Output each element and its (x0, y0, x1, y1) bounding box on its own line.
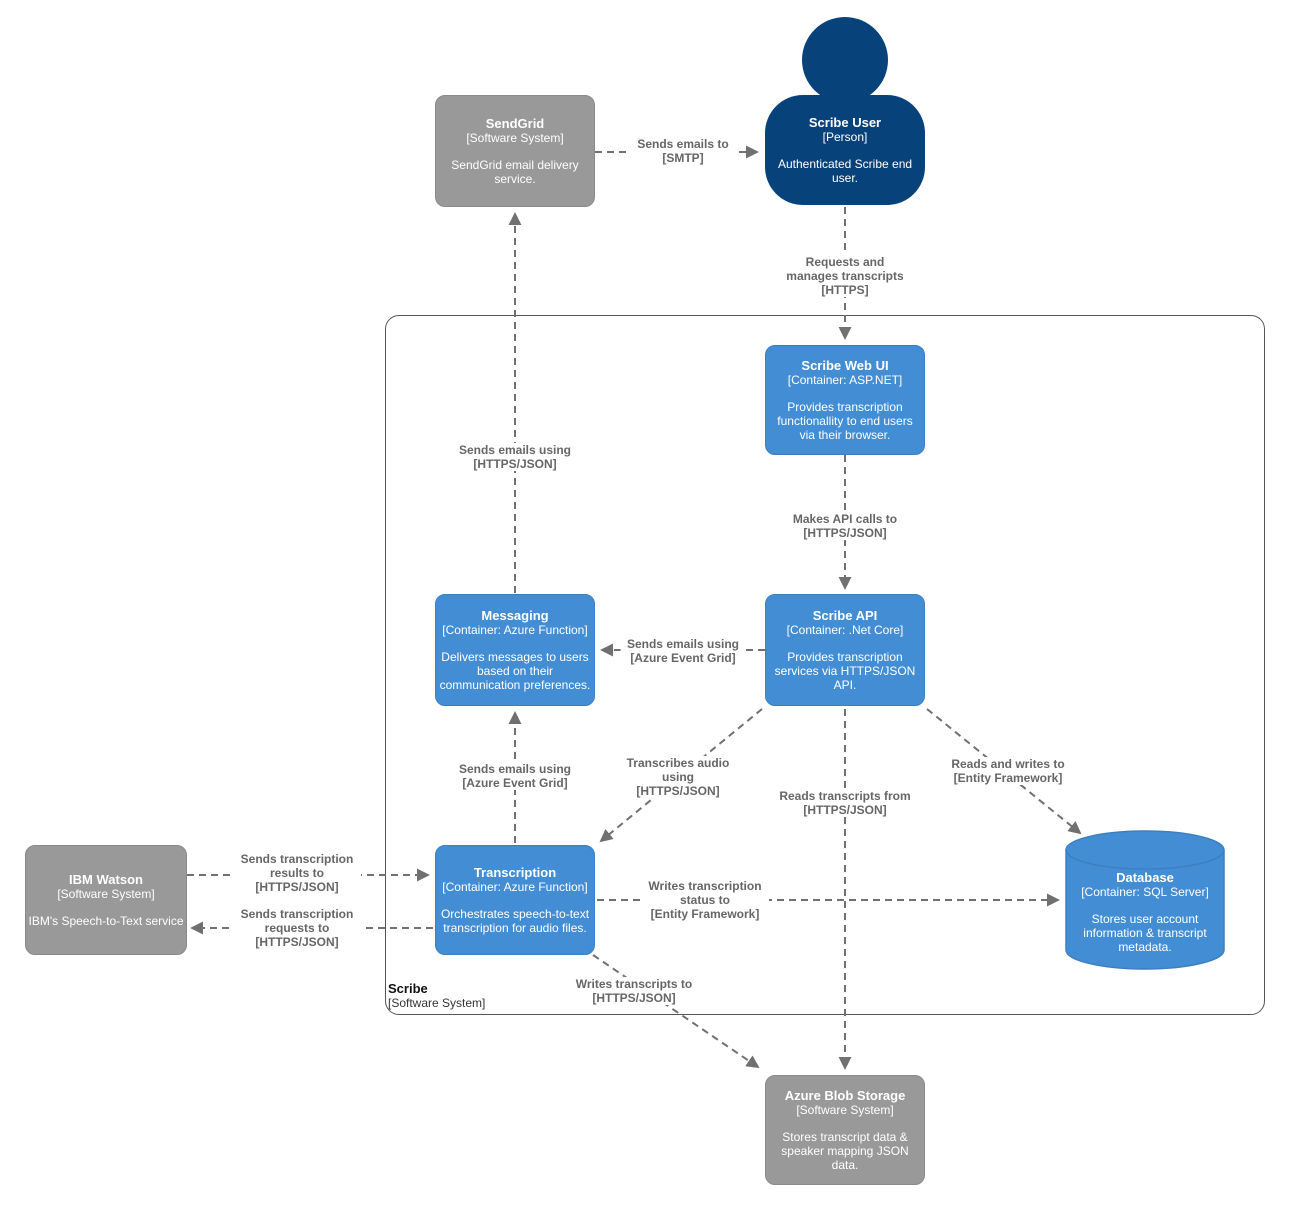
node-type: [Container: .Net Core] (786, 623, 904, 637)
edge-tech-text: [HTTPS/JSON] (803, 803, 887, 817)
edge-label-transcription-to-database: Writes transcription status to [Entity F… (641, 879, 769, 921)
edge-label-api-to-database: Reads and writes to [Entity Framework] (938, 757, 1078, 785)
edge-tech-text: [HTTPS/JSON] (592, 991, 676, 1005)
node-description: Authenticated Scribe end user. (777, 157, 913, 185)
edge-label-text: Sends emails using (458, 762, 572, 776)
edge-label-text: Transcribes audio using (626, 756, 730, 784)
node-type: [Container: SQL Server] (1081, 885, 1209, 899)
edge-tech-text: [Azure Event Grid] (630, 651, 736, 665)
edge-label-transcription-to-blob: Writes transcripts to [HTTPS/JSON] (564, 977, 704, 1005)
node-messaging: Messaging [Container: Azure Function] De… (435, 594, 595, 706)
edge-label-transcription-to-messaging: Sends emails using [Azure Event Grid] (452, 762, 578, 790)
edge-tech-text: [Azure Event Grid] (462, 776, 568, 790)
edge-label-sendgrid-to-user: Sends emails to [SMTP] (628, 137, 738, 165)
edge-label-user-to-webui: Requests and manages transcripts [HTTPS] (782, 255, 908, 297)
node-type: [Software System] (466, 131, 564, 145)
edge-tech-text: [Entity Framework] (650, 907, 760, 921)
edge-label-api-to-blob: Reads transcripts from [HTTPS/JSON] (772, 789, 918, 817)
node-title: Transcription (473, 865, 557, 880)
edge-tech-text: [HTTPS/JSON] (255, 935, 339, 949)
boundary-label: Scribe [Software System] (388, 981, 486, 1011)
node-title: Scribe API (812, 608, 878, 623)
edge-label-messaging-to-sendgrid: Sends emails using [HTTPS/JSON] (452, 443, 578, 471)
edge-label-text: Sends emails to (637, 137, 729, 151)
node-type: [Person] (822, 130, 868, 144)
edge-label-watson-to-transcription: Sends transcription results to [HTTPS/JS… (233, 852, 361, 894)
node-title: SendGrid (485, 116, 545, 131)
boundary-type: [Software System] (388, 996, 486, 1010)
node-description: Stores user account information & transc… (1083, 912, 1207, 954)
node-sendgrid: SendGrid [Software System] SendGrid emai… (435, 95, 595, 207)
edge-label-text: Reads transcripts from (779, 789, 911, 803)
node-scribe-web-ui: Scribe Web UI [Container: ASP.NET] Provi… (765, 345, 925, 455)
node-description: Orchestrates speech-to-text transcriptio… (440, 907, 590, 935)
edge-label-text: Reads and writes to (951, 757, 1065, 771)
edge-tech-text: [HTTPS] (821, 283, 869, 297)
edge-label-text: Writes transcription status to (648, 879, 762, 907)
node-database: Database [Container: SQL Server] Stores … (1065, 830, 1225, 970)
node-ibm-watson: IBM Watson [Software System] IBM's Speec… (25, 845, 187, 955)
edge-label-text: Requests and manages transcripts (786, 255, 904, 283)
node-title: Database (1116, 870, 1174, 885)
edge-label-text: Writes transcripts to (575, 977, 693, 991)
edge-tech-text: [HTTPS/JSON] (636, 784, 720, 798)
edge-label-text: Sends transcription results to (240, 852, 354, 880)
node-title: Azure Blob Storage (784, 1088, 906, 1103)
node-type: [Container: ASP.NET] (787, 373, 903, 387)
node-description: Provides transcription services via HTTP… (774, 650, 916, 692)
node-description: Stores transcript data & speaker mapping… (781, 1130, 909, 1172)
node-description: Delivers messages to users based on thei… (439, 650, 591, 692)
node-transcription: Transcription [Container: Azure Function… (435, 845, 595, 955)
edge-label-text: Sends transcription requests to (240, 907, 354, 935)
edge-label-text: Sends emails using (626, 637, 740, 651)
edge-tech-text: [Entity Framework] (953, 771, 1063, 785)
node-type: [Software System] (796, 1103, 894, 1117)
node-type: [Container: Azure Function] (442, 880, 588, 894)
edge-label-api-to-messaging: Sends emails using [Azure Event Grid] (620, 637, 746, 665)
edge-tech-text: [HTTPS/JSON] (255, 880, 339, 894)
edge-label-webui-to-api: Makes API calls to [HTTPS/JSON] (780, 512, 910, 540)
node-description: SendGrid email delivery service. (451, 158, 579, 186)
edge-label-text: Sends emails using (458, 443, 572, 457)
scribe-system-boundary (385, 315, 1265, 1015)
edge-label-transcription-to-watson: Sends transcription requests to [HTTPS/J… (233, 907, 361, 949)
node-type: [Container: Azure Function] (442, 623, 588, 637)
database-text: Database [Container: SQL Server] Stores … (1065, 830, 1225, 970)
edge-tech-text: [HTTPS/JSON] (803, 526, 887, 540)
node-title: Scribe Web UI (801, 358, 889, 373)
edge-tech-text: [SMTP] (662, 151, 704, 165)
edge-label-api-to-transcription: Transcribes audio using [HTTPS/JSON] (622, 756, 734, 798)
database-cylinder-icon (1065, 830, 1225, 970)
edge-tech-text: [HTTPS/JSON] (473, 457, 557, 471)
person-head-icon (802, 17, 888, 103)
node-title: Scribe User (808, 115, 882, 130)
node-scribe-user: Scribe User [Person] Authenticated Scrib… (765, 95, 925, 205)
node-azure-blob-storage: Azure Blob Storage [Software System] Sto… (765, 1075, 925, 1185)
node-title: Messaging (481, 608, 549, 623)
edge-label-text: Makes API calls to (792, 512, 898, 526)
boundary-name: Scribe (388, 981, 428, 996)
node-title: IBM Watson (69, 872, 143, 887)
node-description: IBM's Speech-to-Text service (28, 914, 184, 928)
node-scribe-api: Scribe API [Container: .Net Core] Provid… (765, 594, 925, 706)
node-type: [Software System] (57, 887, 155, 901)
node-description: Provides transcription functionallity to… (777, 400, 913, 442)
